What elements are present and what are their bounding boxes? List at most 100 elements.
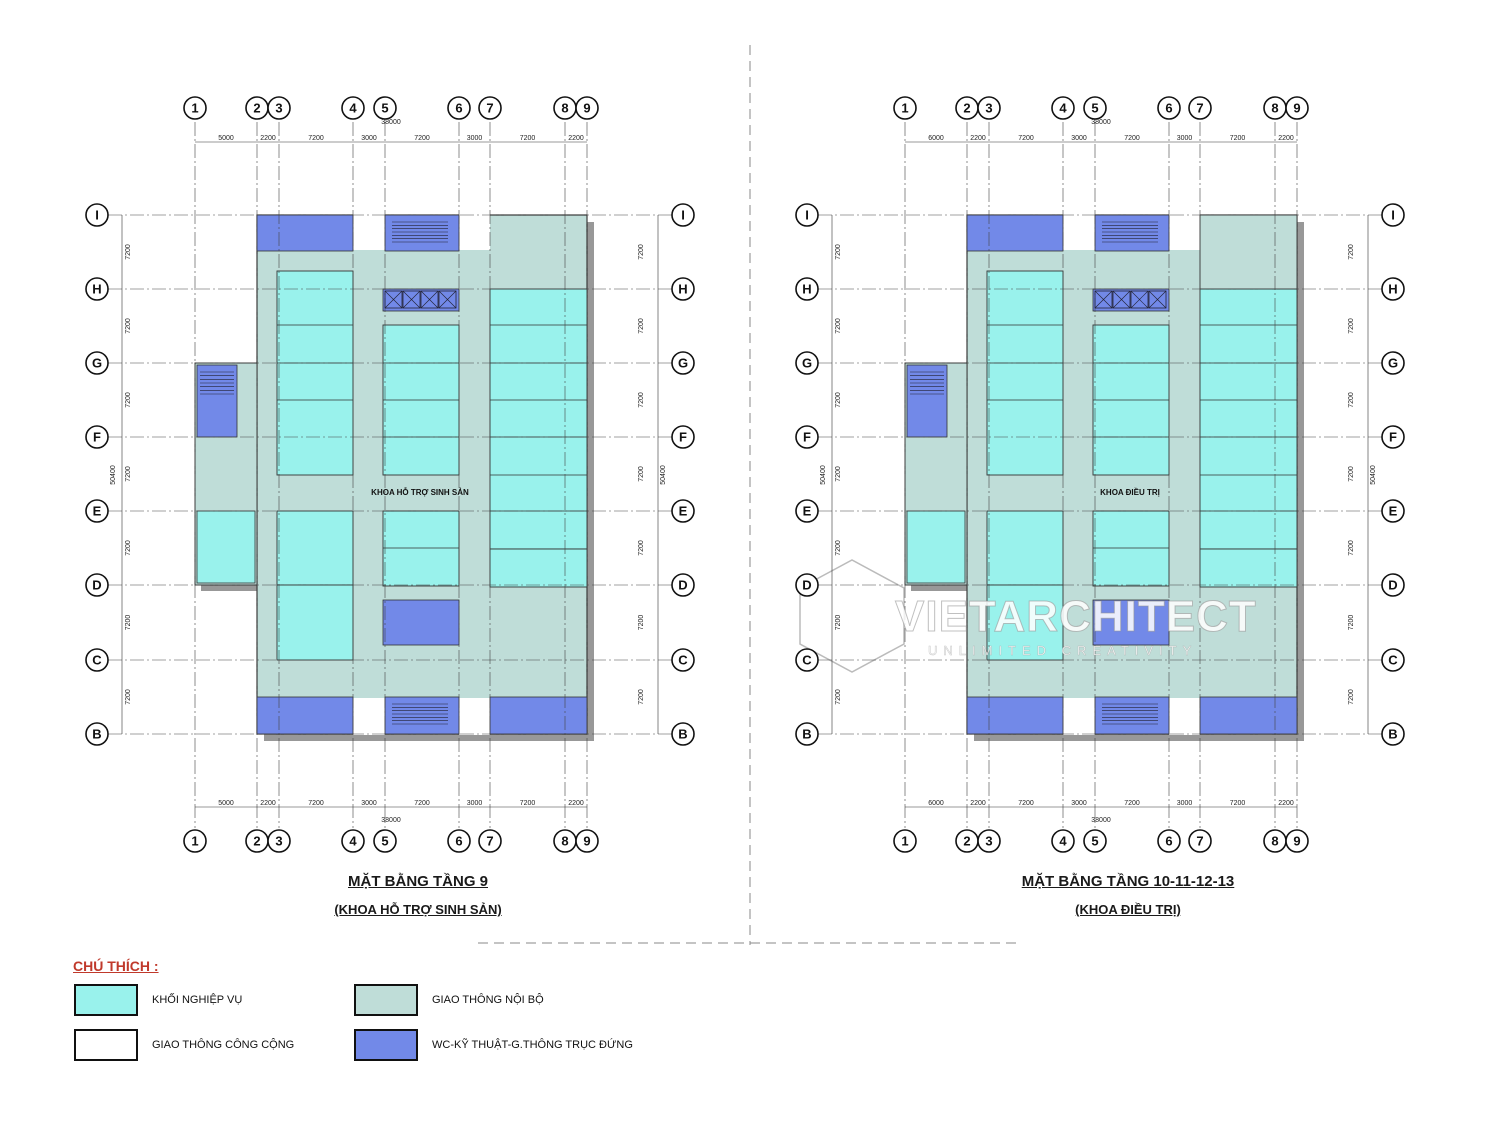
axis-bubble	[977, 96, 1001, 120]
axis-label: 4	[1059, 834, 1067, 849]
axis-label: B	[1388, 727, 1397, 742]
axis-bubble	[85, 573, 109, 597]
elevator-car	[1112, 290, 1131, 309]
axis-bubble	[85, 351, 109, 375]
plan-right-subtitle: (KHOA ĐIỀU TRỊ)	[1075, 902, 1181, 917]
axis-label: 2	[963, 101, 970, 116]
annex-stair	[196, 364, 238, 438]
legend-swatch-corridor	[354, 984, 418, 1016]
dim-label-top: 2200	[970, 135, 986, 142]
dim-label-top: 2200	[1278, 135, 1294, 142]
dim-total-top: 38000	[381, 119, 401, 126]
dim-label-top: 3000	[361, 135, 377, 142]
dim-total-bottom: 38000	[1091, 817, 1111, 824]
elevator-car	[402, 290, 421, 309]
dim-label-left: 7200	[835, 244, 842, 260]
legend-label-corridor: GIAO THÔNG NỘI BỘ	[432, 994, 544, 1006]
axis-bubble	[575, 829, 599, 853]
axis-label: 8	[1271, 101, 1278, 116]
elevator-cross	[420, 290, 439, 309]
axis-bubble	[795, 648, 819, 672]
axis-label: F	[93, 430, 101, 445]
legend-label-service: WC-KỸ THUẬT-G.THÔNG TRỤC ĐỨNG	[432, 1039, 633, 1051]
dim-label-top: 3000	[1071, 135, 1087, 142]
axis-label: 6	[1165, 834, 1172, 849]
axis-bubble	[977, 829, 1001, 853]
axis-label: H	[678, 282, 687, 297]
axis-bubble	[1188, 829, 1212, 853]
dim-label-bottom: 7200	[414, 800, 430, 807]
axis-label: B	[678, 727, 687, 742]
dim-label-bottom: 2200	[260, 800, 276, 807]
service-top-0	[966, 214, 1064, 252]
plan-left-subtitle: (KHOA HỖ TRỢ SINH SẢN)	[334, 902, 502, 917]
dim-label-bottom: 7200	[308, 800, 324, 807]
axis-bubble	[795, 573, 819, 597]
bottom-notch-right	[1169, 698, 1200, 735]
axis-bubble	[795, 203, 819, 227]
axis-label: G	[802, 356, 812, 371]
dim-label-bottom: 2200	[970, 800, 986, 807]
dim-label-top: 7200	[308, 135, 324, 142]
dim-label-top: 3000	[1177, 135, 1193, 142]
axis-label: I	[1391, 208, 1395, 223]
dim-label-right: 7200	[1348, 466, 1355, 482]
axis-label: 2	[253, 834, 260, 849]
dim-label-right: 7200	[1348, 392, 1355, 408]
elevator-cross	[402, 290, 421, 309]
bottom-notch-left	[1063, 698, 1095, 735]
dim-label-top: 7200	[520, 135, 536, 142]
axis-bubble	[1285, 96, 1309, 120]
legend-item-public: GIAO THÔNG CÔNG CỘNG	[74, 1029, 294, 1061]
dim-label-top: 3000	[467, 135, 483, 142]
dim-label-top: 5000	[218, 135, 234, 142]
dim-label-right: 7200	[1348, 689, 1355, 705]
axis-bubble	[85, 277, 109, 301]
axis-bubble	[85, 499, 109, 523]
elevator-car	[420, 290, 439, 309]
dim-label-bottom: 3000	[1071, 800, 1087, 807]
axis-label: 5	[1091, 101, 1098, 116]
axis-label: 4	[349, 101, 357, 116]
dim-label-left: 7200	[835, 466, 842, 482]
dim-label-right: 7200	[638, 540, 645, 556]
axis-label: 3	[275, 101, 282, 116]
dim-label-right: 7200	[1348, 244, 1355, 260]
work-room-4	[1092, 510, 1170, 587]
service-bottom-1	[489, 696, 588, 735]
axis-bubble	[341, 829, 365, 853]
axis-label: G	[1388, 356, 1398, 371]
elevator-cross	[1130, 290, 1149, 309]
top-notch-left	[353, 214, 385, 250]
axis-bubble	[267, 829, 291, 853]
work-room-0	[986, 270, 1064, 476]
dim-total-left: 50400	[820, 465, 827, 485]
watermark-tagline: UNLIMITED CREATIVITY	[928, 643, 1198, 659]
dim-label-bottom: 2200	[1278, 800, 1294, 807]
axis-label: 8	[1271, 834, 1278, 849]
axis-bubble	[1051, 829, 1075, 853]
axis-label: I	[95, 208, 99, 223]
axis-label: 1	[191, 834, 198, 849]
stair-annex	[200, 371, 234, 395]
axis-label: C	[92, 653, 102, 668]
dim-label-top: 7200	[1124, 135, 1140, 142]
axis-label: 7	[1196, 834, 1203, 849]
axis-label: B	[802, 727, 811, 742]
axis-label: 2	[963, 834, 970, 849]
dim-label-right: 7200	[638, 615, 645, 631]
elevator-cross	[1112, 290, 1131, 309]
dim-label-bottom: 2200	[568, 800, 584, 807]
axis-bubble	[1157, 829, 1181, 853]
axis-label: B	[92, 727, 101, 742]
dim-label-right: 7200	[1348, 540, 1355, 556]
axis-label: 4	[1059, 101, 1067, 116]
axis-label: 1	[191, 101, 198, 116]
axis-label: F	[803, 430, 811, 445]
bottom-notch-right	[459, 698, 490, 735]
dim-label-left: 7200	[835, 540, 842, 556]
axis-bubble	[671, 203, 695, 227]
dim-label-left: 7200	[125, 244, 132, 260]
legend-swatch-public	[74, 1029, 138, 1061]
dim-total-left: 50400	[110, 465, 117, 485]
